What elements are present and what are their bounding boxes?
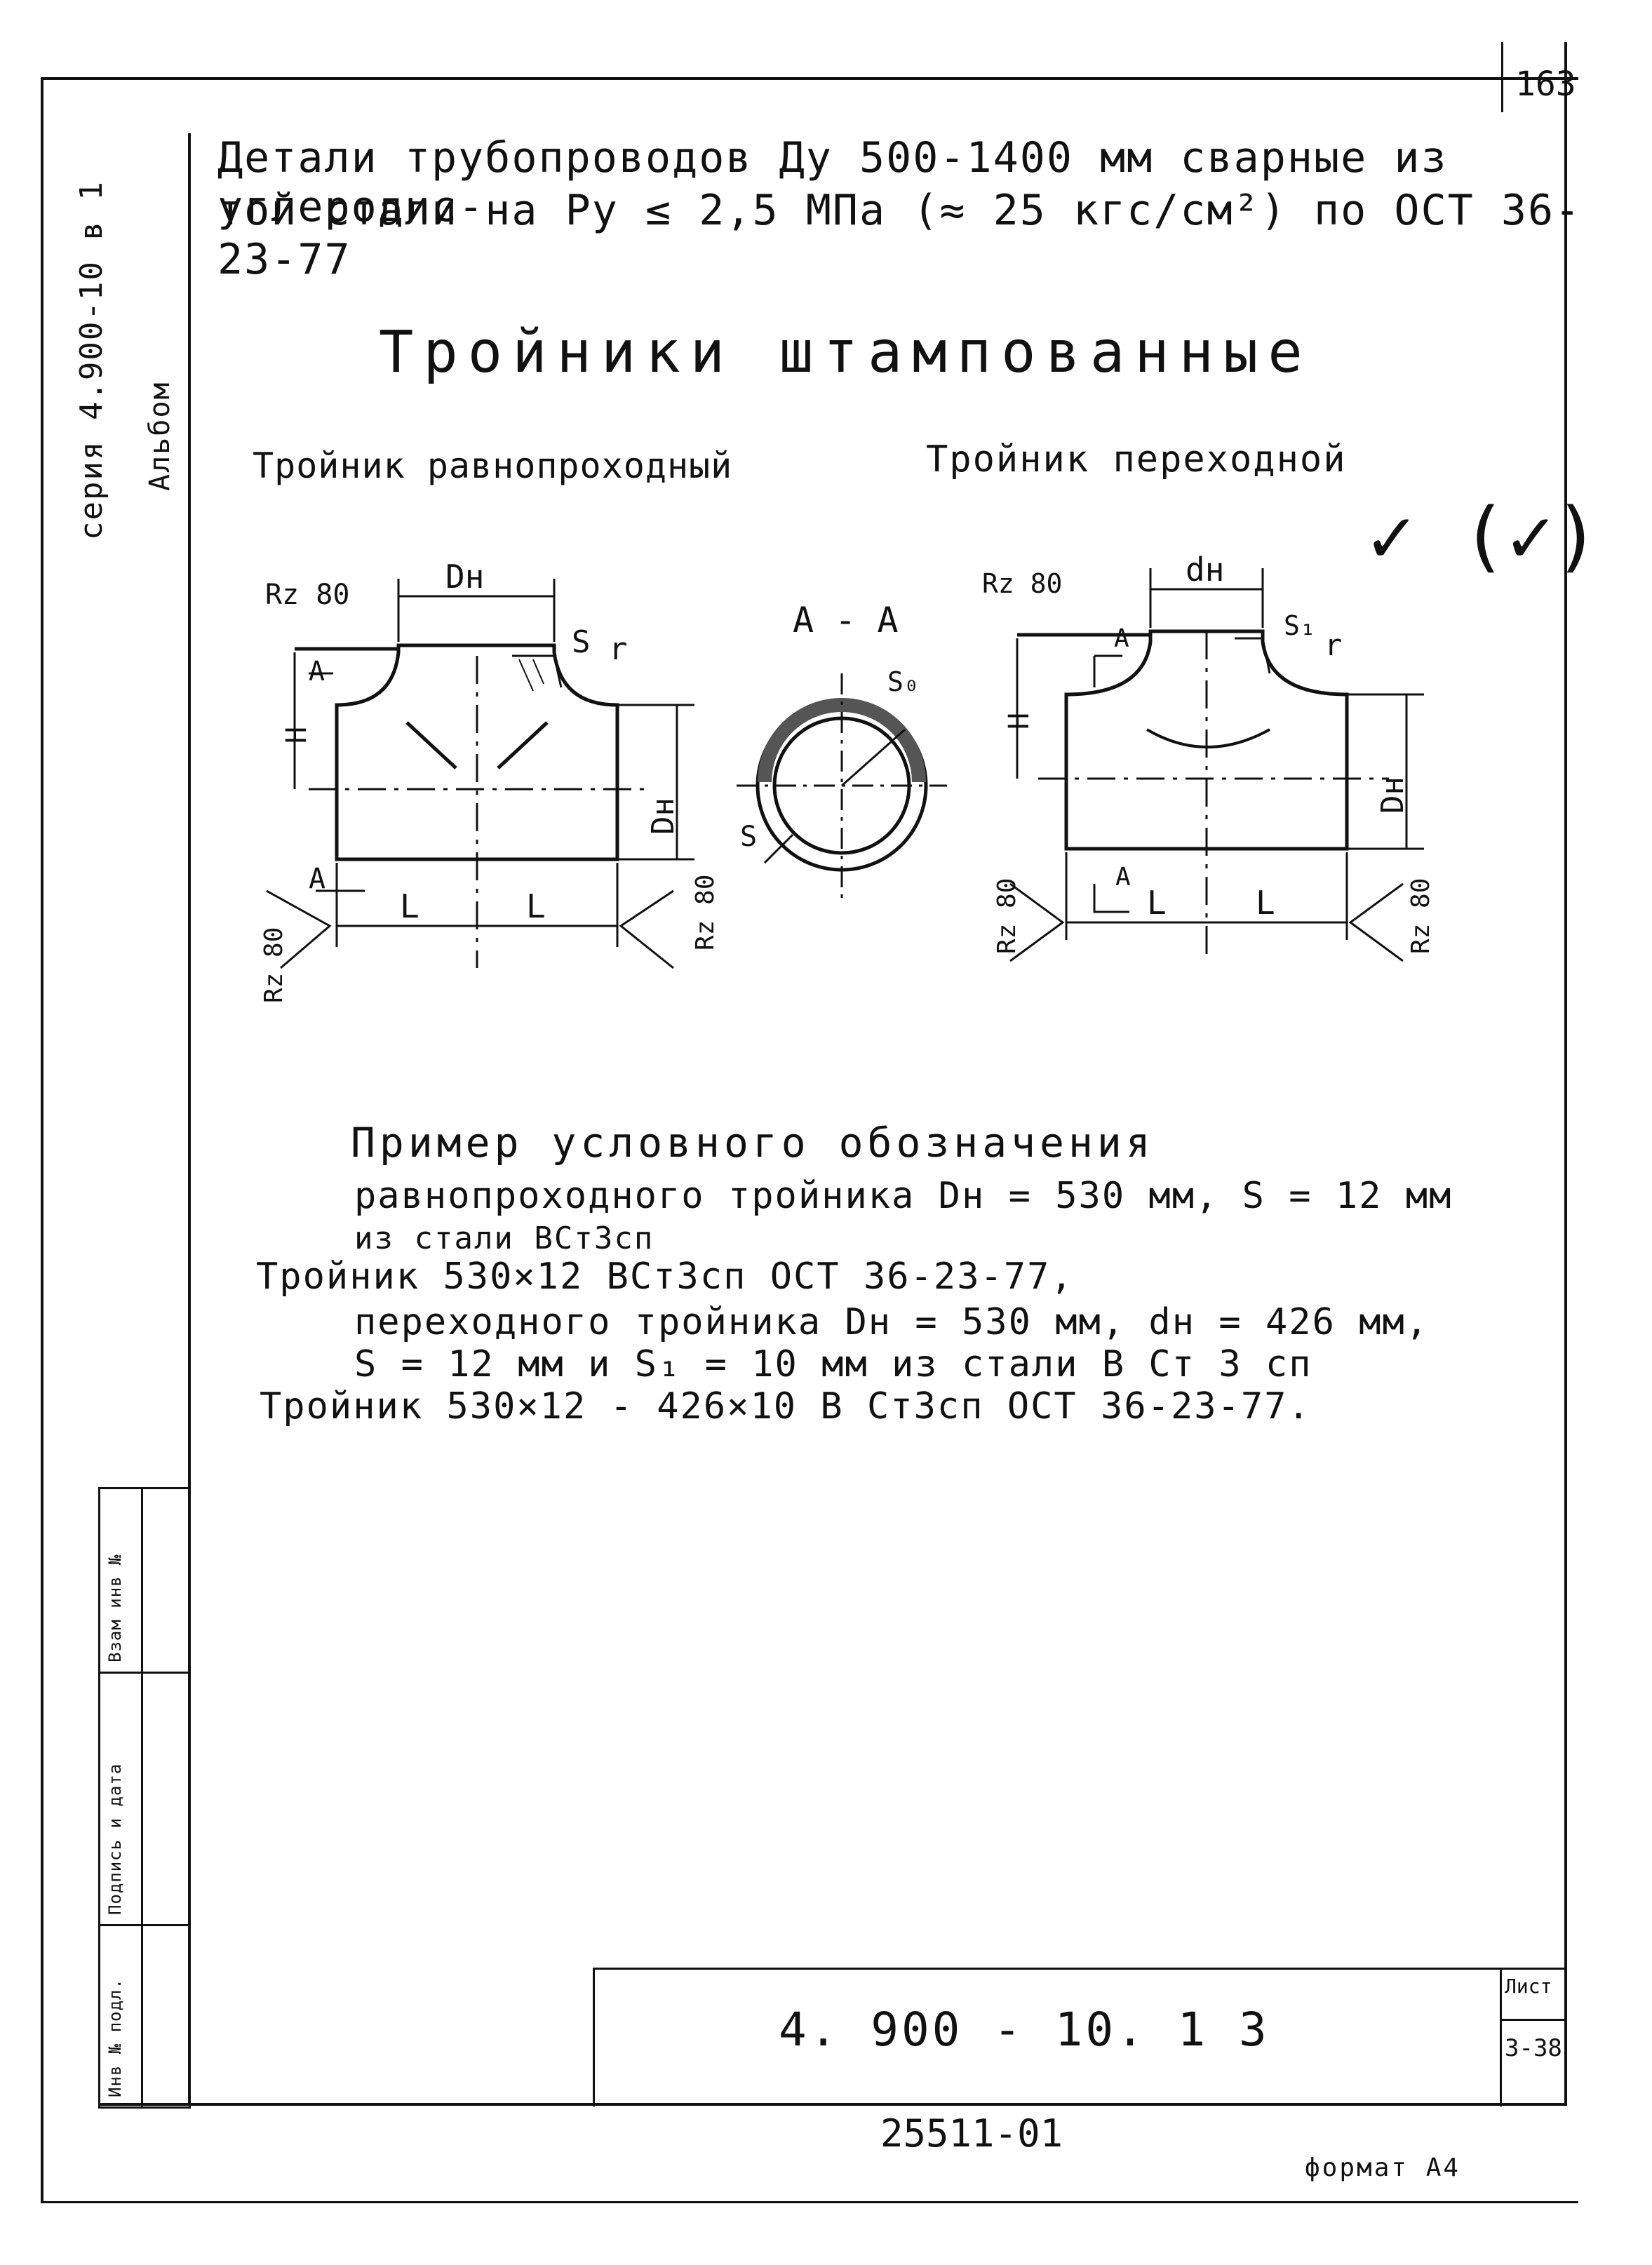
right-dh-label: dн <box>1186 551 1225 589</box>
right-a-bottom-label: A <box>1115 863 1131 892</box>
title-block-divider <box>1500 1970 1502 2106</box>
stamp-divider-1 <box>100 1672 189 1674</box>
example-line5: переходного тройника Dн = 530 мм, dн = 4… <box>354 1301 1430 1343</box>
section-s0-label: S₀ <box>887 666 920 697</box>
reducing-tee-drawing <box>1009 568 1424 962</box>
document-title-line1: Детали трубопроводов Ду 500-1400 мм свар… <box>217 133 1448 231</box>
example-heading: Пример условного обозначения <box>351 1119 1155 1167</box>
right-rz-right: Rz 80 <box>1406 878 1435 954</box>
inner-frame-bottom <box>98 2103 1567 2106</box>
right-rz-top: Rz 80 <box>982 568 1063 599</box>
right-l1-label: L <box>1147 884 1167 922</box>
title-block-code: 4. 900 - 10. 1 3 <box>779 2003 1270 2057</box>
left-rz-right: Rz 80 <box>691 874 720 950</box>
stamp-column <box>98 1487 191 2109</box>
sheet-number: 163 <box>1515 65 1576 104</box>
right-rz-left: Rz 80 <box>993 878 1021 954</box>
left-rz-left: Rz 80 <box>260 927 288 1003</box>
example-line3: из стали ВСт3сп <box>354 1221 654 1256</box>
right-a-top-label: A <box>1114 624 1129 653</box>
left-rz-top: Rz 80 <box>265 579 350 611</box>
left-dn-side-label: Dн <box>645 798 681 835</box>
left-l2-label: L <box>526 887 546 925</box>
left-a-top-label: A <box>309 656 325 687</box>
stamp-divider-2 <box>100 1924 189 1926</box>
subheading-equal-tee: Тройник равнопроходный <box>253 445 733 486</box>
stamp-inv-orig: Инв № подл. <box>105 1978 125 2097</box>
outer-frame-bottom <box>41 2201 1578 2203</box>
left-l1-label: L <box>400 887 419 925</box>
outer-frame-top <box>41 77 1578 80</box>
main-heading: Тройники штампованные <box>379 319 1312 386</box>
right-dn-side-label: Dн <box>1375 777 1411 814</box>
inner-frame-right <box>1564 42 1567 2104</box>
stamp-sign-date: Подпись и дата <box>105 1763 125 1915</box>
footer-doc-number: 25511-01 <box>880 2111 1063 2156</box>
left-s-label: S <box>572 624 591 660</box>
stamp-divider-vertical <box>141 1489 143 2106</box>
right-s1-label: S₁ <box>1284 610 1316 641</box>
section-s-label: S <box>740 821 758 853</box>
subheading-reducing-tee: Тройник переходной <box>926 438 1347 480</box>
left-r-label: r <box>609 631 628 667</box>
example-line2: равнопроходного тройника Dн = 530 мм, S … <box>354 1175 1453 1217</box>
section-title: А - А <box>793 600 899 640</box>
section-a-a-drawing <box>737 673 947 898</box>
sheet-label-divider <box>1500 2019 1566 2021</box>
stamp-replace-inv: Взам инв № <box>105 1554 125 1663</box>
footer-format: формат А4 <box>1305 2153 1461 2182</box>
title-block-sheet-value: 3-38 <box>1505 2034 1562 2062</box>
example-line6: S = 12 мм и S₁ = 10 мм из стали В Ст 3 с… <box>354 1343 1312 1385</box>
document-title-line2: той стали на Ру ≤ 2,5 МПа (≈ 25 кгс/см²)… <box>217 186 1582 284</box>
outer-frame-left <box>41 77 43 2203</box>
left-h-label: H <box>281 726 313 744</box>
sheet-number-box-left <box>1501 42 1503 112</box>
example-line4: Тройник 530×12 ВСт3сп ОСТ 36-23-77, <box>256 1256 1074 1298</box>
equal-tee-drawing <box>266 579 694 969</box>
title-block-sheet-label: Лист <box>1505 1975 1552 1998</box>
right-r-label: r <box>1324 628 1343 662</box>
title-block <box>593 1968 1566 2106</box>
right-h-label: H <box>1003 712 1035 730</box>
right-l2-label: L <box>1256 884 1275 922</box>
left-a-bottom-label: A <box>309 863 326 895</box>
example-line7: Тройник 530×12 - 426×10 В Ст3сп ОСТ 36-2… <box>260 1385 1311 1427</box>
check-marks: ✓ (✓) <box>1368 491 1601 581</box>
inner-frame-left <box>188 133 191 2106</box>
left-dn-label: Dн <box>445 558 485 596</box>
